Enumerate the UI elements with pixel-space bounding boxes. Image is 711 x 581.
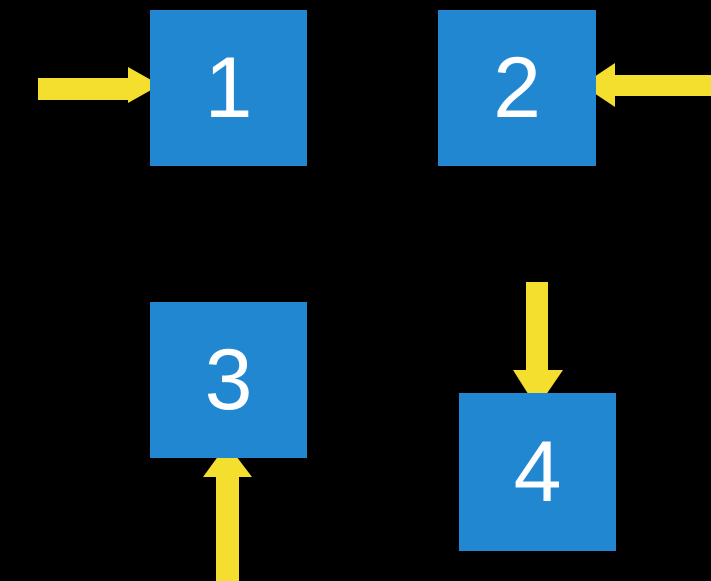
arrow-right-into-box-1-icon[interactable] [38, 67, 160, 103]
node-box-3-label: 3 [204, 332, 253, 428]
node-box-2[interactable]: 2 [438, 10, 596, 166]
node-box-1-label: 1 [204, 40, 253, 136]
node-box-3[interactable]: 3 [150, 302, 307, 458]
arrow-left-into-box-2-icon[interactable] [582, 63, 711, 107]
node-box-1[interactable]: 1 [150, 10, 307, 166]
node-box-2-label: 2 [493, 40, 541, 136]
node-box-4-label: 4 [513, 424, 562, 520]
arrow-up-into-box-3-icon[interactable] [203, 444, 252, 581]
node-box-4[interactable]: 4 [459, 393, 616, 551]
arrow-down-into-box-4-icon[interactable] [513, 282, 563, 408]
